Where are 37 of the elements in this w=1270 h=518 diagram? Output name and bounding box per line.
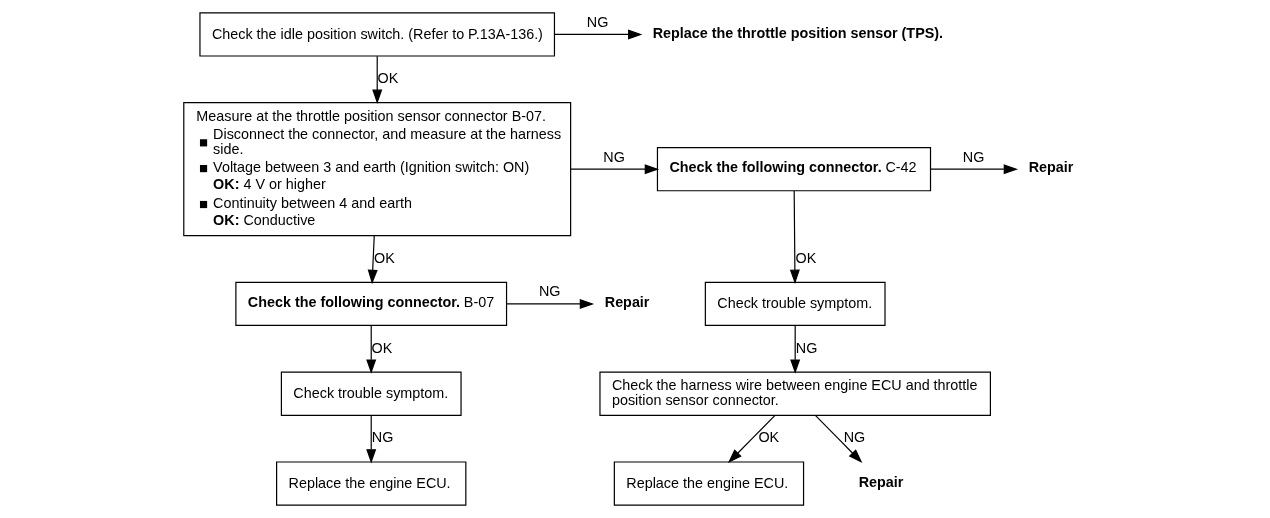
node-box: Measure at the throttle position sensor connector B-07. Disconnect the connector, and measure at the harness side. Voltage between 3 and earth (Ignition switch: ON) OK: 4 V or higher Continuity between 4 and earth OK: Conductive — [183, 102, 572, 237]
edge-label: NG — [843, 429, 866, 446]
node-box: Check the following connector. C-42 — [656, 147, 932, 192]
edge-label: OK — [795, 249, 817, 266]
node-box: Check trouble symptom. — [280, 371, 462, 416]
edge-label: NG — [586, 13, 609, 30]
arrow — [727, 415, 776, 464]
arrow — [789, 190, 800, 284]
edge-label: NG — [603, 148, 625, 165]
arrow — [570, 164, 660, 175]
arrow — [815, 415, 863, 464]
node-text: Repair — [604, 294, 650, 311]
edge-label: NG — [962, 148, 985, 165]
node-box: Replace the engine ECU. — [613, 461, 805, 506]
arrow — [366, 325, 377, 374]
edge-label: OK — [374, 249, 395, 266]
edge-label: OK — [371, 339, 393, 356]
node-box: Check trouble symptom. — [704, 281, 886, 327]
arrow — [553, 29, 643, 40]
arrow — [790, 325, 801, 374]
node-box: Replace the engine ECU. — [276, 461, 467, 506]
arrow — [372, 55, 383, 104]
node-box: Check the idle position switch. (Refer to P.13A-136.) — [199, 12, 556, 57]
edge-label: OK — [377, 70, 399, 87]
arrow — [367, 235, 378, 285]
node-text: Replace the throttle position sensor (TPS). — [652, 24, 944, 41]
arrow — [506, 298, 595, 309]
edge-label: OK — [758, 429, 780, 446]
node-text: Repair — [858, 473, 904, 490]
edge-label: NG — [371, 429, 394, 446]
arrow — [366, 415, 377, 464]
edge-label: NG — [538, 283, 561, 300]
node-text: Repair — [1028, 159, 1074, 176]
node-box: Check the following connector. B-07 — [235, 281, 508, 327]
arrow — [930, 164, 1019, 175]
edge-label: NG — [795, 339, 818, 356]
node-box: Check the harness wire between engine ECU and throttle position sensor connector. — [599, 371, 991, 416]
